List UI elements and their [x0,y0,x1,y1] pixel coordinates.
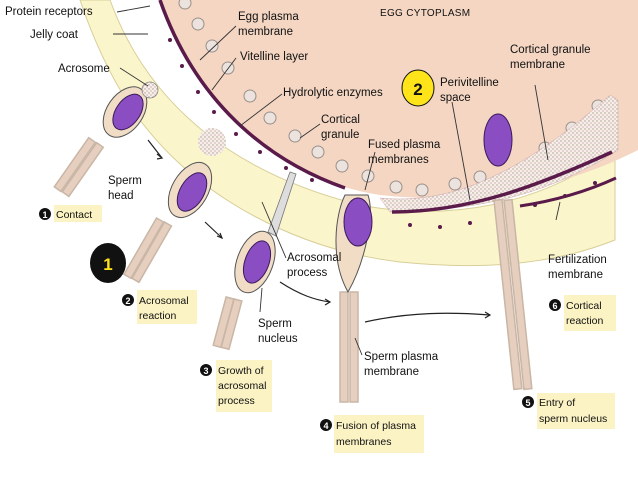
sperm-stage-1 [53,81,159,198]
process-arrows [147,139,492,323]
leader-lines [113,5,561,356]
step-1: 1 Contact [39,205,102,222]
jelly-coat-label: Jelly coat [30,29,79,41]
svg-text:2: 2 [125,296,130,306]
svg-text:2: 2 [413,80,422,99]
egg-plasma-label-1: Egg plasma [238,11,299,23]
badge-2: 2 [401,69,435,107]
perivitelline-label-2: space [440,92,471,104]
step-3: 3 Growth of acrosomal process [200,360,272,412]
sperm-head-label-2: head [108,190,134,202]
protein-receptor-bumps [168,38,597,229]
svg-text:1: 1 [42,210,47,220]
step-5-label-2: sperm nucleus [539,413,607,425]
cg-membrane-label-1: Cortical granule [510,44,591,56]
step-2-label-1: Acrosomal [139,295,189,307]
sperm-plasma-label-1: Sperm plasma [364,351,439,363]
cortical-granule-label-2: granule [321,129,359,141]
hydrolytic-label: Hydrolytic enzymes [283,87,383,99]
cg-membrane-label-2: membrane [510,59,565,71]
step-4-label-1: Fusion of plasma [336,420,416,432]
step-6-label-2: reaction [566,315,604,327]
sperm-stage-4 [335,194,373,403]
svg-text:4: 4 [323,421,328,431]
step-5: 5 Entry of sperm nucleus [522,393,615,429]
step-6-label-1: Cortical [566,300,602,312]
svg-text:5: 5 [525,398,530,408]
step-5-label-1: Entry of [539,397,575,409]
step-3-label-2: acrosomal [218,380,266,392]
step-6: 6 Cortical reaction [549,295,616,331]
sperm-stage-5 [483,113,533,391]
cortical-granule-label-1: Cortical [321,114,360,126]
sperm-nucleus-label-1: Sperm [258,318,292,330]
badge-1: 1 [90,243,126,283]
svg-text:1: 1 [103,255,112,274]
step-4-label-2: membranes [336,436,391,448]
svg-text:6: 6 [552,301,557,311]
step-2-label-2: reaction [139,310,177,322]
protein-receptors-label: Protein receptors [5,6,93,18]
acrosomal-process-label-2: process [287,267,328,279]
step-4: 4 Fusion of plasma membranes [320,415,424,453]
perivitelline-label-1: Perivitelline [440,77,499,89]
egg-plasma-membrane [158,0,346,190]
sperm-stage-2 [123,128,226,284]
sperm-plasma-label-2: membrane [364,366,419,378]
fused-plasma-label-1: Fused plasma [368,139,441,151]
step-3-label-3: process [218,395,255,407]
acrosomal-process-label-1: Acrosomal [287,252,341,264]
egg-plasma-membrane-right [391,150,613,214]
step-1-label: Contact [56,209,92,221]
fused-plasma-label-2: membranes [368,154,429,166]
sperm-stage-3 [212,171,297,351]
svg-text:3: 3 [203,366,208,376]
step-2: 2 Acrosomal reaction [122,290,197,324]
egg-cytoplasm-label: EGG CYTOPLASM [380,8,470,19]
egg-plasma-label-2: membrane [238,26,293,38]
egg-cytoplasm-region [160,0,638,198]
step-3-label-1: Growth of [218,365,264,377]
sperm-head-label-1: Sperm [108,175,142,187]
sperm-nucleus-label-2: nucleus [258,333,298,345]
fertilization-membrane [519,176,617,208]
acrosome-label: Acrosome [58,63,110,75]
vitelline-label: Vitelline layer [240,51,308,63]
fertilization-label-1: Fertilization [548,254,607,266]
fertilization-label-2: membrane [548,269,603,281]
